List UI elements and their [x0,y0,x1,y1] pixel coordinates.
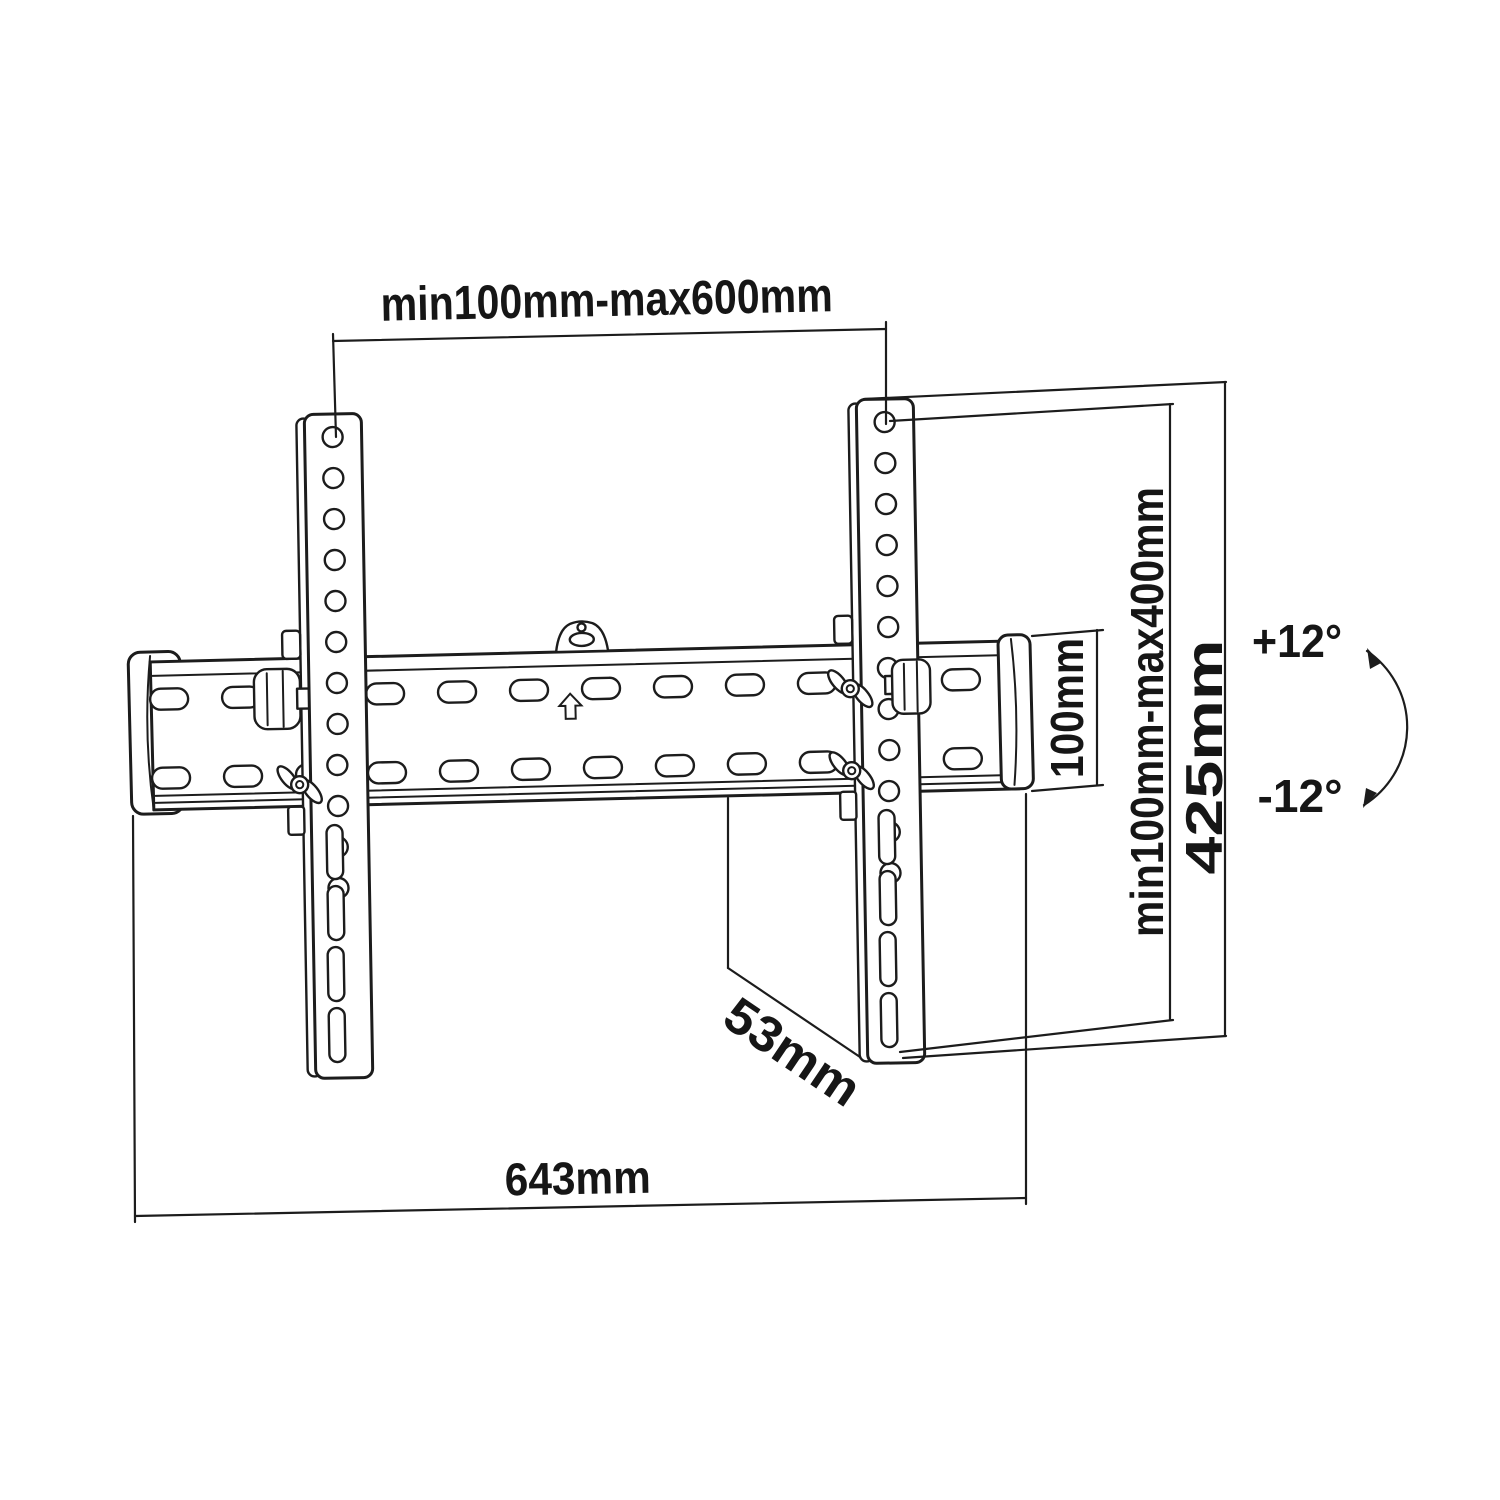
dim-depth-label: 53mm [714,986,871,1117]
dim-bracket-height: 425mm [862,380,1234,1060]
dim-bracket-height-label: 425mm [1176,640,1234,875]
dim-top-width: min100mm-max600mm [331,269,888,439]
rail-right-end-cap [996,633,1035,791]
dim-total-width: 643mm [131,792,1028,1224]
right-arm-bottom-clip [838,790,858,822]
dim-total-width-label: 643mm [504,1151,651,1206]
left-adjustment-knob [252,667,315,731]
dim-rail-height-label: 100mm [1041,638,1093,778]
tilt-down-label: -12° [1258,770,1343,822]
left-vesa-arm [252,412,375,1080]
right-vesa-arm [823,397,932,1065]
right-arm-slots [877,808,899,1049]
dim-vesa-range-label: min100mm-max400mm [1121,487,1173,937]
up-arrow-icon [557,692,584,720]
dim-depth: 53mm [714,796,871,1118]
left-arm-holes [321,425,350,900]
left-arm-slots [325,823,347,1064]
left-arm-bottom-clip [286,805,306,837]
right-adjustment-knob [883,658,932,715]
dim-tilt: +12° -12° [1252,615,1409,822]
tilt-arc-arrow-icon [1362,649,1409,807]
dim-vesa-range: min100mm-max400mm [888,402,1175,1054]
left-arm-top-clip [280,629,302,661]
tilt-up-label: +12° [1252,615,1342,667]
right-arm-top-clip [832,614,854,646]
dim-top-width-label: min100mm-max600mm [380,269,833,331]
keyhole-icon [554,620,610,654]
dim-rail-height: 100mm [1030,628,1105,793]
left-arm-plate [302,412,375,1080]
